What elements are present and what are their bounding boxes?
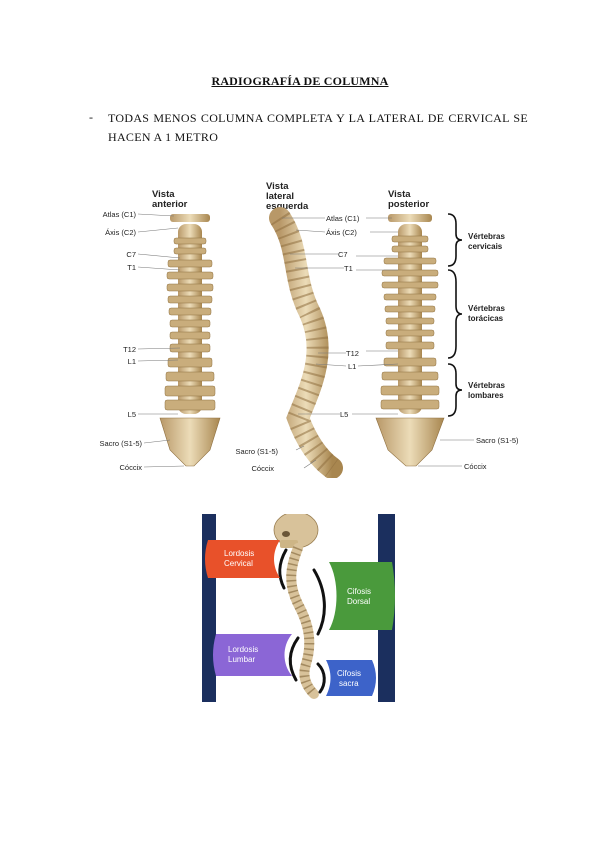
- label-axis-anterior: Áxis (C2): [105, 228, 136, 237]
- label-t1-lateral: T1: [344, 264, 353, 273]
- spinal-curvature-figure: Lordosis Cervical Cifosis Dorsal Lordosi…: [202, 514, 395, 702]
- lateral-spine-illustration: [280, 218, 332, 468]
- brace-cervical: [448, 214, 462, 266]
- region-cervical-1: Vértebras: [468, 232, 505, 241]
- brace-toracicas: [448, 270, 462, 358]
- cifosis-dorsal-tab: [329, 562, 395, 630]
- skull-illustration: [274, 514, 318, 548]
- lordosis-lumbar-label-1: Lordosis: [228, 645, 258, 654]
- spine-anatomy-figure: Vista anterior Vista lateral esquerda Vi…: [70, 178, 540, 478]
- label-l1-lateral: L1: [348, 362, 356, 371]
- label-c7-lateral: C7: [338, 250, 348, 259]
- cifosis-dorsal-label-1: Cifosis: [347, 587, 371, 596]
- label-t1-anterior: T1: [127, 263, 136, 272]
- label-l5-anterior: L5: [128, 410, 136, 419]
- region-cervical-2: cervicais: [468, 242, 503, 251]
- label-t12-lateral: T12: [346, 349, 359, 358]
- bullet-text: TODAS MENOS COLUMNA COMPLETA Y LA LATERA…: [108, 109, 528, 147]
- lordosis-cervical-label-2: Cervical: [224, 559, 253, 568]
- lordosis-cervical-label-1: Lordosis: [224, 549, 254, 558]
- label-l1-anterior: L1: [128, 357, 136, 366]
- cifosis-sacra-label-2: sacra: [339, 679, 359, 688]
- region-toracicas-1: Vértebras: [468, 304, 505, 313]
- label-coccix-posterior: Cóccix: [464, 462, 487, 471]
- view-posterior-title-2: posterior: [388, 199, 429, 210]
- label-axis-lateral: Áxis (C2): [326, 228, 357, 237]
- cifosis-dorsal-label-2: Dorsal: [347, 597, 370, 606]
- cifosis-sacra-label-1: Cifosis: [337, 669, 361, 678]
- lordosis-lumbar-label-2: Lumbar: [228, 655, 255, 664]
- cifosis-sacra-tab: [326, 660, 376, 696]
- bullet-marker: -: [89, 110, 93, 125]
- label-l5-lateral: L5: [340, 410, 348, 419]
- label-sacro-lateral: Sacro (S1-5): [235, 447, 278, 456]
- label-sacro-anterior: Sacro (S1-5): [99, 439, 142, 448]
- view-anterior-title-2: anterior: [152, 199, 188, 210]
- label-c7-anterior: C7: [126, 250, 136, 259]
- label-coccix-lateral: Cóccix: [251, 464, 274, 473]
- region-toracicas-2: torácicas: [468, 314, 504, 323]
- label-atlas-anterior: Atlas (C1): [103, 210, 137, 219]
- brace-lombares: [448, 364, 462, 416]
- region-lombares-2: lombares: [468, 391, 504, 400]
- document-title: RADIOGRAFÍA DE COLUMNA: [0, 74, 600, 89]
- label-coccix-anterior: Cóccix: [119, 463, 142, 472]
- label-atlas-lateral: Atlas (C1): [326, 214, 360, 223]
- posterior-spine-illustration: [376, 214, 444, 466]
- label-t12-anterior: T12: [123, 345, 136, 354]
- label-sacro-posterior: Sacro (S1-5): [476, 436, 519, 445]
- region-lombares-1: Vértebras: [468, 381, 505, 390]
- anterior-spine-illustration: [160, 214, 220, 466]
